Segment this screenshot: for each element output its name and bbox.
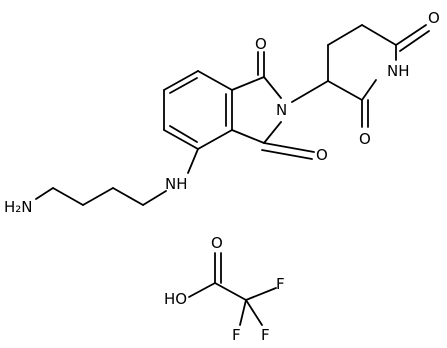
bond-pip-co-1	[395, 24, 427, 46]
atom-nh-aryl: NH	[165, 175, 188, 193]
atom-o-piperidine-bottom: O	[359, 130, 371, 148]
bond-pip-co-2	[399, 30, 430, 52]
bond-tfa-c-oh	[188, 282, 216, 298]
bond-ring-top	[231, 76, 265, 91]
atom-tfa-ho: HO	[164, 290, 187, 308]
bond-benzene-6	[197, 70, 233, 91]
bond-co-bottom-1	[263, 142, 315, 153]
piperidine-ring	[327, 24, 430, 128]
atom-o-top: O	[255, 35, 267, 53]
atom-o-bottom: O	[316, 146, 328, 164]
bond-c2-c3	[82, 187, 114, 206]
bond-pip-5	[361, 79, 377, 101]
bond-c-n-top	[263, 76, 282, 99]
bond-pip-6	[327, 80, 363, 101]
bond-benzene-double-2	[169, 125, 198, 143]
bond-benzene-3	[163, 129, 199, 150]
atom-tfa-o: O	[211, 234, 223, 252]
atom-tfa-f-right: F	[261, 326, 270, 344]
bond-tfa-c-cf3	[214, 282, 247, 301]
bond-pip-2	[327, 24, 363, 46]
bond-benzene-1	[163, 70, 199, 91]
bond-n-c-bottom	[263, 121, 282, 144]
bond-cf3-f-top	[245, 287, 277, 301]
atom-n-imide: N	[276, 101, 287, 119]
bond-ring-bottom	[231, 129, 265, 144]
bond-benzene-4	[197, 129, 233, 150]
atom-nh2: H₂N	[4, 198, 33, 216]
imide-ring	[231, 51, 315, 160]
bond-pip-3	[361, 24, 397, 46]
bond-benzene-double-1	[169, 77, 198, 94]
bond-nh-c1	[142, 190, 167, 206]
bond-c3-c4	[52, 187, 84, 206]
bond-n-ch	[291, 80, 329, 103]
bond-cf3-f-left	[239, 299, 247, 326]
bond-co-bottom-2	[261, 149, 313, 160]
bond-cf3-f-right	[245, 299, 263, 326]
atom-nh-piperidine: NH	[387, 62, 410, 80]
trifluoroacetic-acid	[188, 252, 277, 326]
atom-tfa-f-left: F	[232, 326, 241, 344]
benzene-ring	[163, 70, 233, 150]
atom-o-piperidine-top: O	[428, 9, 440, 27]
atom-tfa-f-top: F	[276, 275, 285, 293]
bond-c1-c2	[112, 187, 144, 206]
main-molecule	[35, 24, 430, 206]
bond-ar-nh	[187, 148, 199, 174]
aminobutyl-chain	[35, 148, 199, 206]
bond-c4-nh2	[35, 187, 54, 200]
atom-labels: O N O O NH O NH H₂N O HO F F F	[4, 9, 440, 344]
